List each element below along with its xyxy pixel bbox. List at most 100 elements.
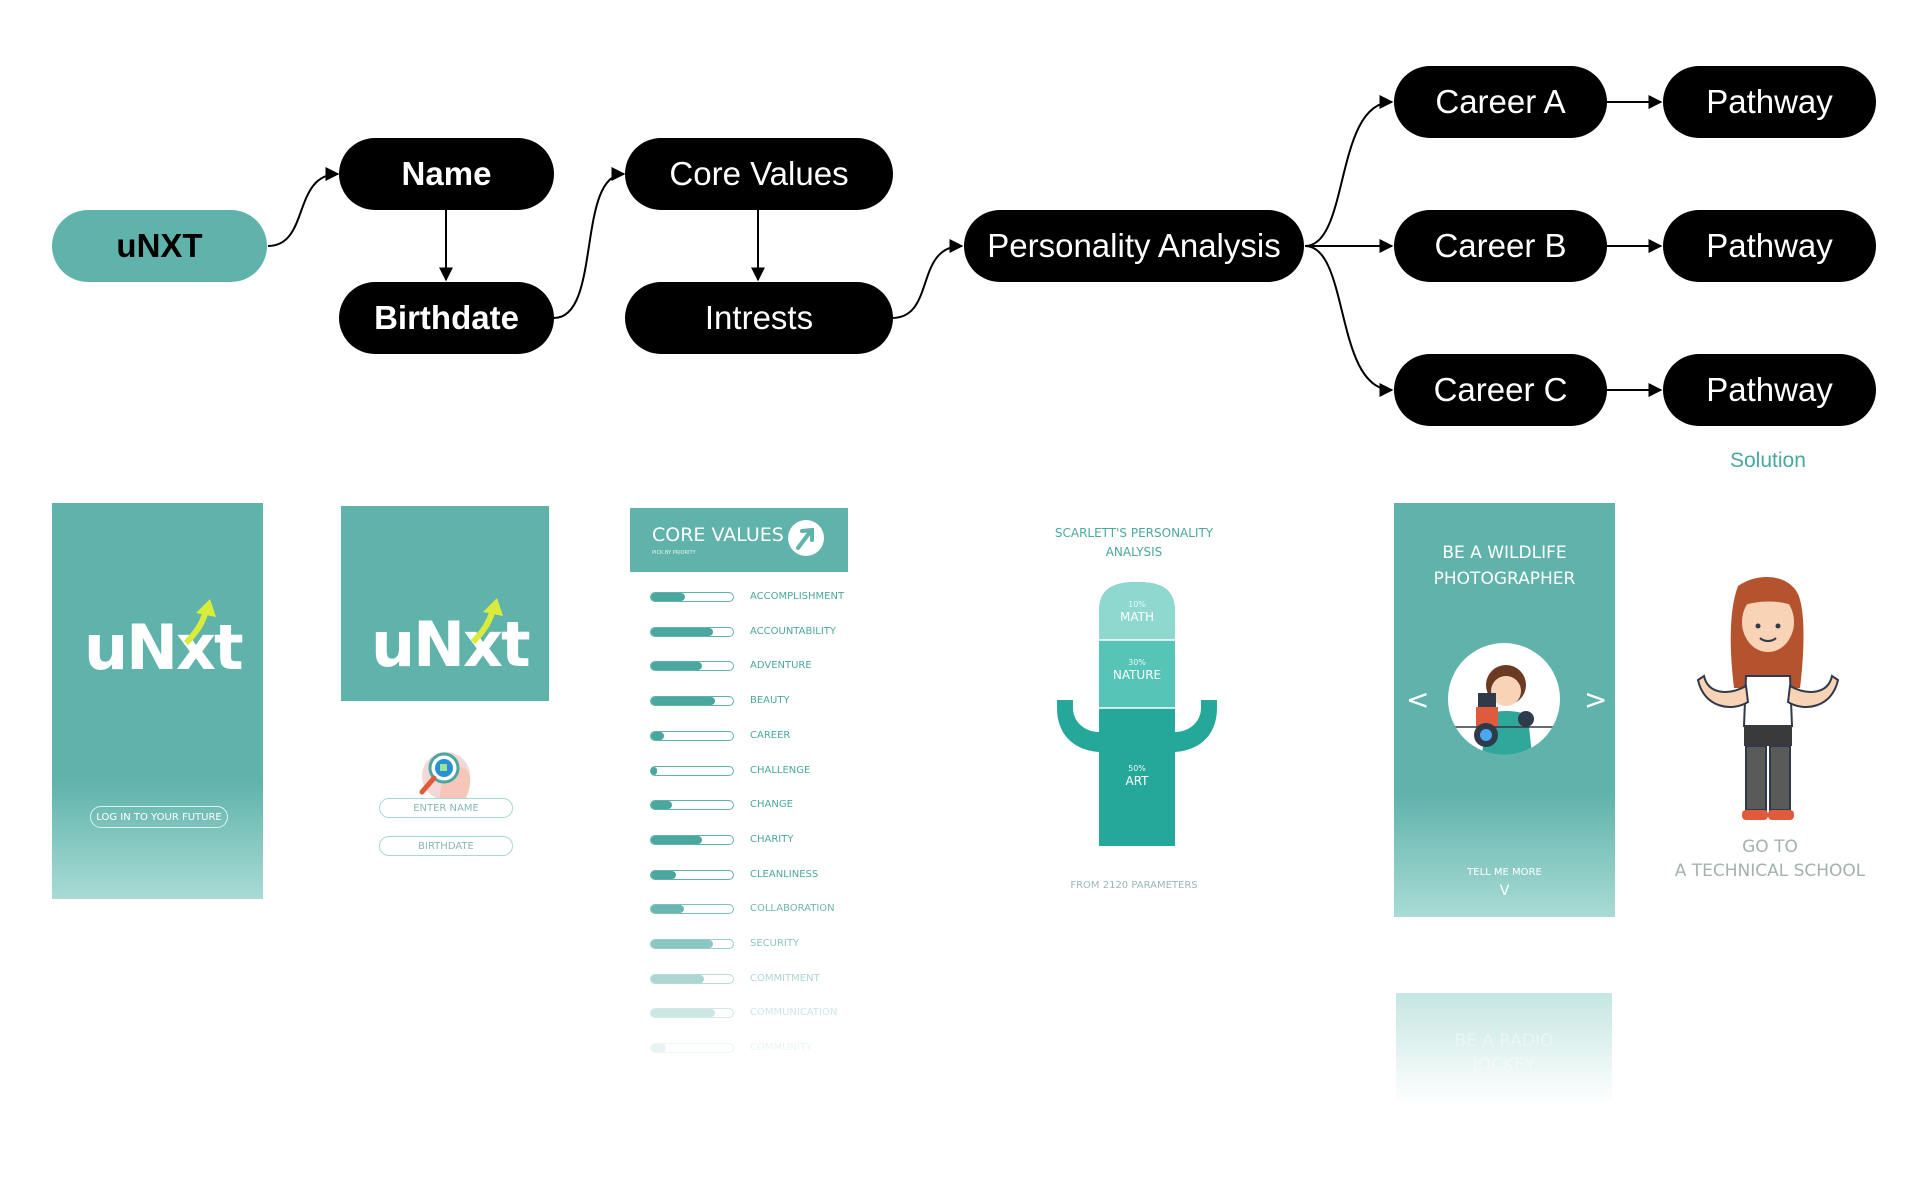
login-screen: uNxt LOG IN TO YOUR FUTURE bbox=[52, 503, 263, 899]
next-arrow-icon[interactable] bbox=[788, 520, 824, 556]
core-value-label: BEAUTY bbox=[750, 695, 790, 707]
photographer-avatar bbox=[1448, 643, 1560, 755]
priority-slider-fill bbox=[651, 697, 715, 706]
tell-me-more-link[interactable]: TELL ME MORE bbox=[1467, 867, 1542, 878]
growth-arrow-icon bbox=[470, 598, 503, 645]
core-value-label: SECURITY bbox=[750, 938, 800, 949]
core-value-row[interactable]: BEAUTY bbox=[650, 695, 950, 709]
priority-slider-fill bbox=[651, 593, 686, 601]
segment-math-percent: 10% bbox=[1128, 600, 1146, 609]
priority-slider-fill bbox=[651, 1009, 715, 1018]
priority-slider[interactable] bbox=[650, 869, 734, 880]
arrow-personality-to-career-c bbox=[1304, 245, 1394, 397]
segment-art-percent: 50% bbox=[1128, 764, 1146, 773]
birthdate-input[interactable]: BIRTHDATE bbox=[379, 836, 513, 856]
segment-math-label: MATH bbox=[1120, 610, 1154, 624]
core-value-row[interactable]: ACCOUNTABILITY bbox=[650, 626, 950, 640]
girl-illustration bbox=[1696, 576, 1840, 820]
core-value-label: CHANGE bbox=[750, 799, 793, 811]
priority-slider-fill bbox=[651, 905, 684, 914]
node-core-values: Core Values bbox=[625, 138, 893, 210]
career-screen: BE A WILDLIFE PHOTOGRAPHER < > TELL ME M… bbox=[1394, 503, 1615, 917]
priority-slider-fill bbox=[651, 627, 713, 636]
priority-slider-fill bbox=[651, 835, 702, 844]
career-title-line2: PHOTOGRAPHER bbox=[1433, 569, 1576, 589]
core-value-row[interactable]: CHARITY bbox=[650, 834, 950, 848]
core-value-row[interactable]: CAREER bbox=[650, 730, 950, 744]
priority-slider[interactable] bbox=[650, 661, 734, 672]
career-ghost-card: BE A RADIO JOCKEY bbox=[1396, 993, 1612, 1105]
segment-nature-label: NATURE bbox=[1112, 668, 1162, 682]
priority-slider-fill bbox=[651, 766, 657, 775]
priority-slider[interactable] bbox=[650, 834, 734, 845]
node-career-b: Career B bbox=[1394, 210, 1607, 282]
core-value-row[interactable]: CHALLENGE bbox=[650, 765, 950, 779]
node-pathway-b: Pathway bbox=[1663, 210, 1876, 282]
priority-slider[interactable] bbox=[650, 904, 734, 915]
career-title: BE A WILDLIFE bbox=[1442, 543, 1567, 563]
priority-slider-fill bbox=[651, 1044, 666, 1053]
core-value-label: ACCOMPLISHMENT bbox=[750, 591, 845, 602]
core-value-row[interactable]: COMMUNICATION bbox=[650, 1007, 950, 1021]
arrow-interests-to-personality bbox=[891, 239, 964, 319]
priority-slider[interactable] bbox=[650, 592, 734, 602]
core-value-row[interactable]: SECURITY bbox=[650, 938, 950, 952]
core-value-row[interactable]: CHANGE bbox=[650, 799, 950, 813]
solution-line1: GO TO bbox=[1742, 837, 1798, 857]
next-career-button[interactable]: > bbox=[1584, 683, 1608, 716]
solution-line2: A TECHNICAL SCHOOL bbox=[1674, 861, 1866, 881]
priority-slider[interactable] bbox=[650, 626, 734, 637]
priority-slider[interactable] bbox=[650, 696, 734, 707]
priority-slider[interactable] bbox=[650, 939, 734, 949]
arrow-start-to-name bbox=[267, 167, 340, 247]
node-career-c: Career C bbox=[1394, 354, 1607, 426]
node-birthdate: Birthdate bbox=[339, 282, 554, 354]
core-value-row[interactable]: CLEANLINESS bbox=[650, 869, 950, 883]
priority-slider-fill bbox=[651, 870, 676, 879]
ghost-title: BE A RADIO bbox=[1454, 1031, 1554, 1051]
core-value-label: CHARITY bbox=[750, 833, 794, 845]
personality-footer: FROM 2120 PARAMETERS bbox=[1070, 880, 1198, 891]
node-pathway-a: Pathway bbox=[1663, 66, 1876, 138]
core-value-row[interactable]: ADVENTURE bbox=[650, 660, 950, 674]
growth-arrow-icon bbox=[183, 599, 216, 646]
core-value-label: CLEANLINESS bbox=[750, 868, 819, 880]
priority-slider[interactable] bbox=[650, 1043, 734, 1054]
node-name: Name bbox=[339, 138, 554, 210]
core-value-label: ACCOUNTABILITY bbox=[750, 625, 837, 637]
node-career-a: Career A bbox=[1394, 66, 1607, 138]
node-pathway-c: Pathway bbox=[1663, 354, 1876, 426]
core-values-header: CORE VALUES PICK BY PRIORITY bbox=[630, 508, 848, 572]
segment-art-label: ART bbox=[1125, 774, 1149, 788]
core-value-row[interactable]: COMMUNITY bbox=[650, 1042, 950, 1056]
node-unxt: uNXT bbox=[52, 210, 267, 282]
priority-slider[interactable] bbox=[650, 765, 734, 776]
priority-slider[interactable] bbox=[650, 973, 734, 984]
priority-slider-fill bbox=[651, 731, 665, 740]
core-value-label: ADVENTURE bbox=[750, 660, 812, 672]
core-value-row[interactable]: COMMITMENT bbox=[650, 973, 950, 987]
personality-title-line2: ANALYSIS bbox=[1105, 545, 1163, 559]
app-logo: uNxt bbox=[84, 611, 244, 684]
segment-nature-percent: 30% bbox=[1128, 658, 1146, 667]
scroll-down-icon[interactable]: V bbox=[1499, 883, 1510, 899]
core-value-row[interactable]: COLLABORATION bbox=[650, 903, 950, 917]
prev-career-button[interactable]: < bbox=[1406, 683, 1430, 716]
priority-slider-fill bbox=[651, 662, 702, 671]
priority-slider-fill bbox=[651, 974, 705, 983]
core-value-label: COMMUNICATION bbox=[750, 1007, 838, 1019]
arrow-personality-to-career-a bbox=[1304, 95, 1394, 247]
login-button[interactable]: LOG IN TO YOUR FUTURE bbox=[90, 806, 228, 828]
app-logo-small: uNxt bbox=[371, 608, 531, 681]
name-input[interactable]: ENTER NAME bbox=[379, 798, 513, 818]
priority-slider-fill bbox=[651, 940, 713, 948]
priority-slider[interactable] bbox=[650, 1008, 734, 1019]
priority-slider[interactable] bbox=[650, 800, 734, 811]
core-value-row[interactable]: ACCOMPLISHMENT bbox=[650, 591, 950, 605]
core-values-subtitle: PICK BY PRIORITY bbox=[652, 550, 696, 556]
core-value-label: CAREER bbox=[750, 729, 791, 741]
profile-logo-tile: uNxt bbox=[341, 506, 549, 701]
node-personality-analysis: Personality Analysis bbox=[964, 210, 1304, 282]
priority-slider[interactable] bbox=[650, 730, 734, 741]
